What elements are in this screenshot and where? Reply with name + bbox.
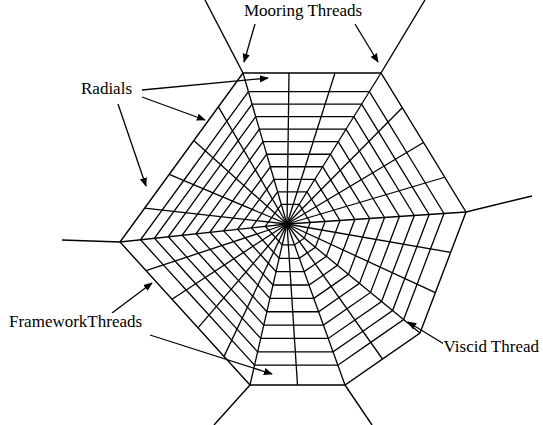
leader-arrows <box>112 24 444 374</box>
viscid-thread <box>265 204 310 245</box>
viscid-thread <box>224 167 355 285</box>
framework-thread <box>120 73 466 385</box>
mooring-thread <box>62 240 120 242</box>
leader-arrow <box>244 24 255 62</box>
mooring-thread <box>466 196 532 212</box>
part-label: Viscid Thread <box>443 338 540 357</box>
viscid-thread <box>210 154 370 298</box>
mooring-thread <box>381 0 425 73</box>
radial-thread <box>287 224 298 385</box>
label-holder: FrameworkThreads <box>8 313 143 332</box>
part-label: Mooring Threads <box>243 2 363 21</box>
viscid-thread <box>141 92 444 366</box>
label-holder: Mooring Threads <box>243 2 363 21</box>
leader-arrow <box>142 97 205 120</box>
viscid-thread <box>154 104 429 352</box>
mooring-thread <box>345 385 372 425</box>
leader-arrow <box>408 322 444 344</box>
part-label: Radials <box>80 80 133 99</box>
leader-arrow <box>118 104 146 186</box>
web-threads <box>62 0 532 425</box>
leader-arrow <box>150 335 272 374</box>
leader-arrow <box>142 78 268 90</box>
radial-thread <box>287 224 451 252</box>
viscid-thread <box>182 129 399 325</box>
viscid-thread <box>251 192 325 258</box>
radial-thread <box>169 174 287 224</box>
mooring-thread <box>214 385 250 425</box>
mooring-thread <box>205 0 243 73</box>
viscid-thread <box>196 142 385 312</box>
label-holder: Radials <box>80 80 133 99</box>
radial-thread <box>287 212 466 224</box>
radial-thread <box>287 73 381 224</box>
radial-thread <box>287 73 289 224</box>
leader-arrow <box>355 24 378 62</box>
viscid-thread <box>238 179 340 271</box>
radial-thread <box>287 224 345 385</box>
leader-arrow <box>112 283 152 313</box>
radial-thread <box>243 73 287 224</box>
part-label: FrameworkThreads <box>8 313 143 332</box>
label-holder: Viscid Thread <box>443 338 540 357</box>
